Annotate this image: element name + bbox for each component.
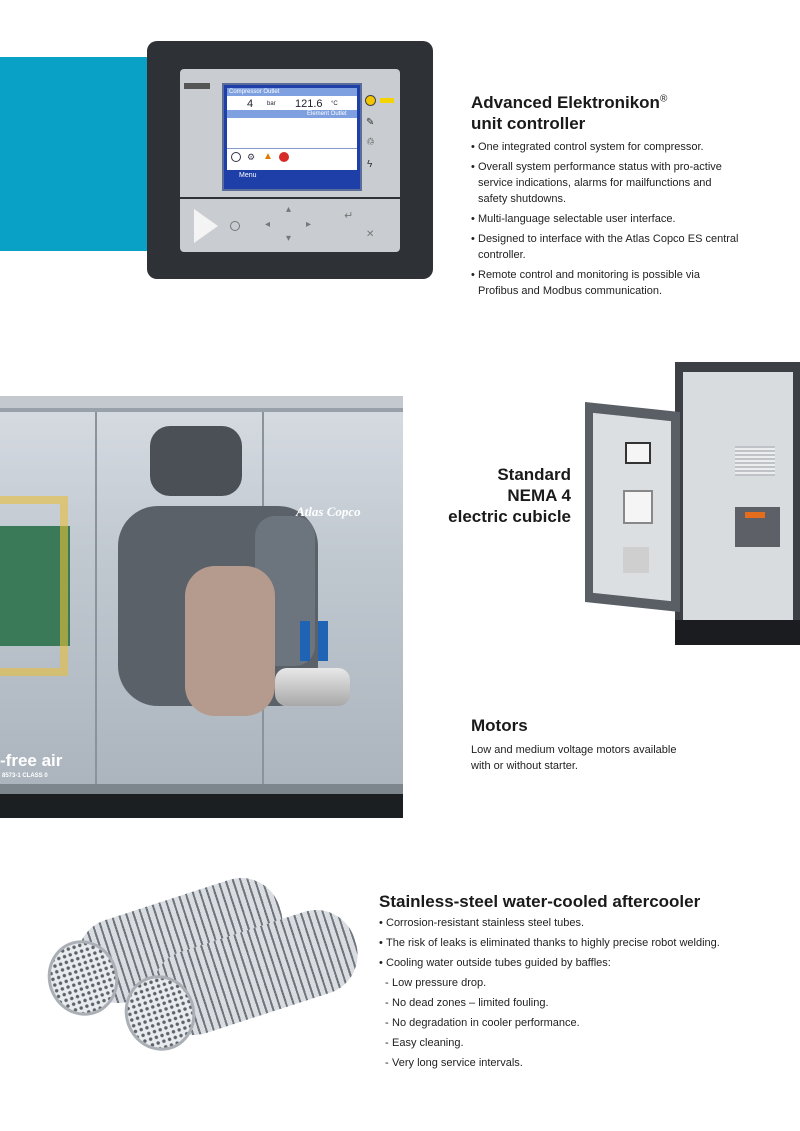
start-button[interactable] bbox=[194, 209, 218, 243]
aftercooler-image bbox=[37, 867, 370, 1060]
list-item: Easy cleaning. bbox=[385, 1035, 779, 1051]
list-item: One integrated control system for compre… bbox=[471, 139, 739, 155]
status-ok-icon bbox=[231, 152, 241, 162]
aftercooler-title: Stainless-steel water-cooled aftercooler bbox=[379, 892, 701, 911]
status-gear-icon: ⚙ bbox=[247, 152, 256, 162]
blue-valve bbox=[300, 621, 310, 661]
door-plate bbox=[623, 547, 649, 573]
screen-menu-label: Menu bbox=[239, 172, 257, 179]
motors-description: Low and medium voltage motors available … bbox=[471, 744, 677, 772]
list-item: No degradation in cooler performance. bbox=[385, 1015, 779, 1031]
aftercooler-bullet-list: Corrosion-resistant stainless steel tube… bbox=[379, 915, 779, 971]
compressor-yellow-frame bbox=[0, 496, 68, 676]
controller-bullet-list: One integrated control system for compre… bbox=[471, 139, 739, 299]
nav-down-button[interactable]: ▾ bbox=[286, 233, 292, 244]
screen-temp-unit: °C bbox=[331, 101, 338, 107]
teal-accent-band bbox=[0, 57, 160, 251]
list-item: Multi-language selectable user interface… bbox=[471, 211, 739, 227]
silver-cylinder bbox=[275, 668, 350, 706]
nav-up-button[interactable]: ▴ bbox=[286, 204, 292, 215]
list-item: Remote control and monitoring is possibl… bbox=[471, 267, 739, 299]
door-meter bbox=[625, 442, 651, 464]
compressor-brand-text: Atlas Copco bbox=[296, 504, 361, 519]
intake-pipe bbox=[150, 426, 242, 496]
aftercooler-sub-list: Low pressure drop. No dead zones – limit… bbox=[385, 975, 779, 1071]
status-warning-icon: ▲ bbox=[263, 151, 273, 162]
door-switch bbox=[623, 490, 653, 524]
compressor-side-subtext: 8573-1 CLASS 0 bbox=[2, 773, 48, 779]
controller-face: Compressor Outlet 4 bar 121.6 °C Element… bbox=[180, 69, 400, 252]
screen-element-label: Element Outlet bbox=[307, 111, 347, 117]
list-item: Cooling water outside tubes guided by ba… bbox=[379, 955, 779, 971]
enter-button[interactable]: ↵ bbox=[344, 210, 354, 222]
compressor-image: Atlas Copco -free air 8573-1 CLASS 0 bbox=[0, 396, 403, 818]
list-item: Low pressure drop. bbox=[385, 975, 779, 991]
screen-temp-value: 121.6 bbox=[295, 98, 323, 110]
status-alarm-icon bbox=[279, 152, 289, 162]
nav-right-button[interactable]: ▸ bbox=[306, 219, 312, 230]
compressor-element bbox=[185, 566, 275, 716]
controller-display: Compressor Outlet 4 bar 121.6 °C Element… bbox=[222, 83, 362, 191]
nav-left-button[interactable]: ◂ bbox=[265, 219, 271, 230]
indicator-recycle-icon: ♲ bbox=[366, 137, 375, 148]
list-item: Very long service intervals. bbox=[385, 1055, 779, 1071]
list-item: Overall system performance status with p… bbox=[471, 159, 739, 207]
escape-button[interactable]: ✕ bbox=[366, 229, 375, 240]
screen-pressure-value: 4 bbox=[247, 98, 254, 110]
controller-text-block: Advanced Elektronikon® unit controller O… bbox=[471, 92, 771, 303]
blue-valve bbox=[318, 621, 328, 661]
list-item: Corrosion-resistant stainless steel tube… bbox=[379, 915, 779, 931]
cubicle-image bbox=[585, 362, 800, 645]
motors-title: Motors bbox=[471, 716, 528, 735]
compressor-base bbox=[0, 794, 403, 818]
controller-image: Compressor Outlet 4 bar 121.6 °C Element… bbox=[147, 41, 433, 279]
compressor-side-text: -free air bbox=[0, 751, 63, 770]
indicator-lightning-icon: ϟ bbox=[367, 159, 373, 170]
controller-logo bbox=[184, 83, 210, 89]
registered-mark: ® bbox=[659, 93, 668, 105]
controller-title: Advanced Elektronikon® unit controller bbox=[471, 93, 668, 133]
screen-top-label: Compressor Outlet bbox=[229, 89, 280, 95]
cubicle-label: Standard NEMA 4 electric cubicle bbox=[448, 465, 571, 526]
list-item: The risk of leaks is eliminated thanks t… bbox=[379, 935, 779, 951]
indicator-power-icon bbox=[365, 95, 376, 106]
indicator-wrench-icon: ✎ bbox=[366, 117, 375, 128]
cubicle-vent bbox=[735, 446, 775, 476]
motors-text-block: Motors Low and medium voltage motors ava… bbox=[471, 715, 771, 774]
screen-pressure-unit: bar bbox=[267, 101, 276, 107]
indicator-yellow-light bbox=[380, 98, 394, 103]
stop-button[interactable] bbox=[230, 221, 240, 231]
list-item: Designed to interface with the Atlas Cop… bbox=[471, 231, 739, 263]
list-item: No dead zones – limited fouling. bbox=[385, 995, 779, 1011]
aftercooler-text-block: Stainless-steel water-cooled aftercooler… bbox=[379, 891, 779, 1075]
compressor-green-section bbox=[0, 526, 70, 646]
